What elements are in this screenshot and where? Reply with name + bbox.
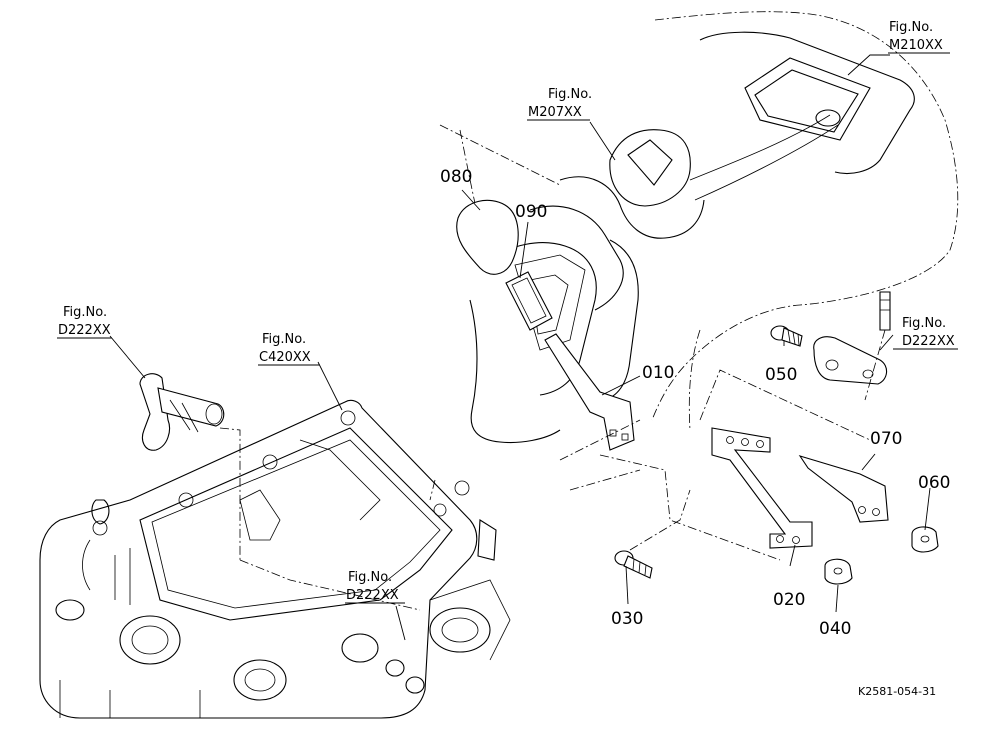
figref-c420-code: C420XX xyxy=(259,350,311,365)
figref-m207[interactable]: Fig.No. M207XX xyxy=(527,87,592,121)
part-030-bolt xyxy=(614,489,691,579)
figref-c420-label: Fig.No. xyxy=(262,332,306,347)
figref-d222-left[interactable]: Fig.No. D222XX xyxy=(57,305,112,339)
figref-m207-label: Fig.No. xyxy=(548,87,592,102)
callout-010[interactable]: 010 xyxy=(642,363,674,383)
part-090-plate xyxy=(505,271,553,331)
transmission-case xyxy=(39,399,511,719)
shift-fork-right xyxy=(813,291,891,401)
assembly-guides xyxy=(239,454,781,611)
figref-m210-label: Fig.No. xyxy=(889,20,933,35)
figref-d222-right-label: Fig.No. xyxy=(902,316,946,331)
figref-m210-code: M210XX xyxy=(889,38,943,53)
callout-080[interactable]: 080 xyxy=(440,167,472,187)
part-070-plate xyxy=(798,455,889,523)
callout-090[interactable]: 090 xyxy=(515,202,547,222)
figref-m210[interactable]: Fig.No. M210XX xyxy=(888,20,950,54)
console-housing xyxy=(439,11,959,444)
part-020-bracket xyxy=(699,369,871,549)
part-050-bolt xyxy=(770,325,803,347)
figref-d222-bottom-code: D222XX xyxy=(346,588,399,603)
figref-d222-bottom-label: Fig.No. xyxy=(348,570,392,585)
callout-020[interactable]: 020 xyxy=(773,590,805,610)
figref-m207-code: M207XX xyxy=(528,105,582,120)
part-060-nut xyxy=(911,526,939,553)
callout-040[interactable]: 040 xyxy=(819,619,851,639)
drawing-code: K2581-054-31 xyxy=(858,685,936,698)
figref-d222-bottom[interactable]: Fig.No. D222XX xyxy=(345,570,405,604)
part-040-nut xyxy=(824,558,853,585)
part-010-bracket xyxy=(544,333,641,491)
figref-d222-left-label: Fig.No. xyxy=(63,305,107,320)
figref-d222-right-code: D222XX xyxy=(902,334,955,349)
callout-070[interactable]: 070 xyxy=(870,429,902,449)
leader-lines xyxy=(109,54,931,641)
figref-d222-left-code: D222XX xyxy=(58,323,111,338)
shift-fork-left xyxy=(139,373,241,560)
figref-d222-right[interactable]: Fig.No. D222XX xyxy=(893,316,958,350)
callout-060[interactable]: 060 xyxy=(918,473,950,493)
callout-030[interactable]: 030 xyxy=(611,609,643,629)
callout-050[interactable]: 050 xyxy=(765,365,797,385)
figref-c420[interactable]: Fig.No. C420XX xyxy=(258,332,320,366)
part-080-knob xyxy=(456,199,519,275)
